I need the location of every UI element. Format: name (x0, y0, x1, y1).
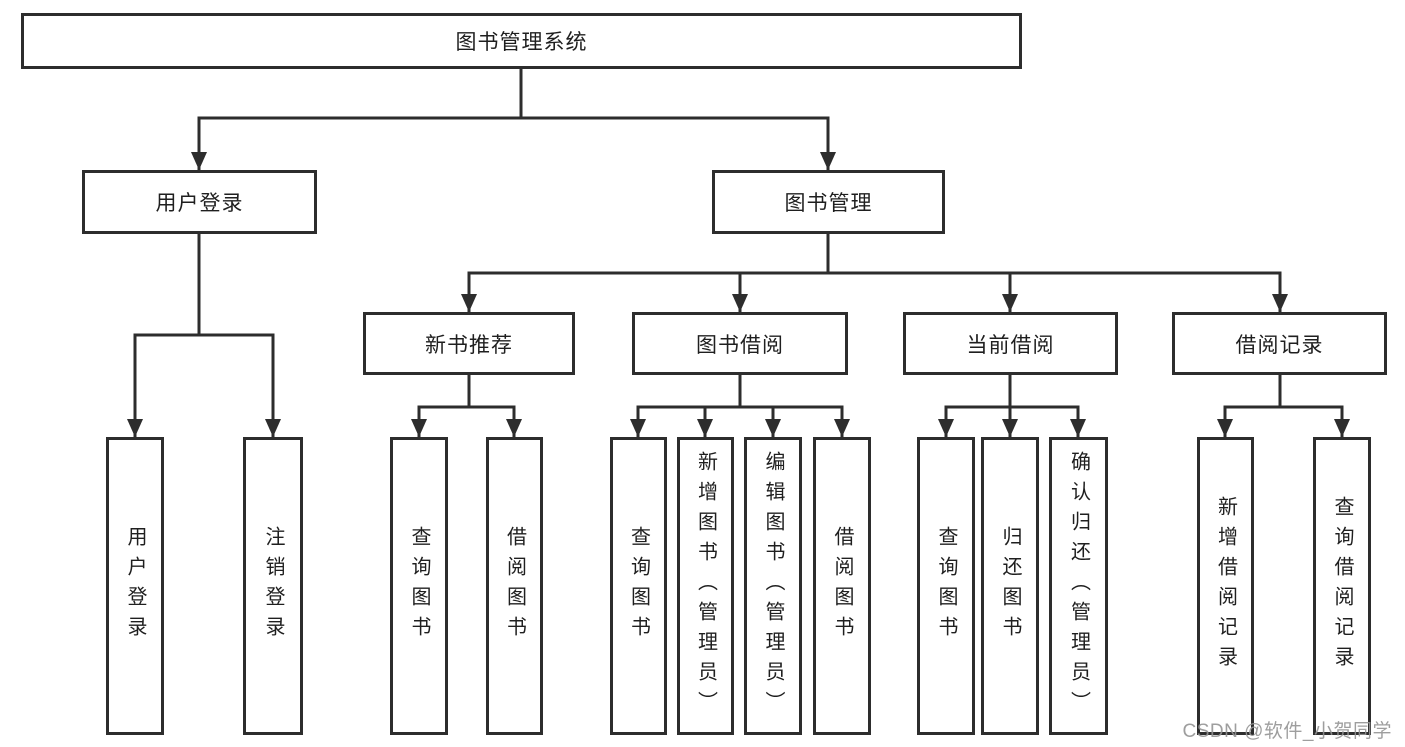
leaf-edit-books-admin: 编辑图书（管理员） (744, 437, 802, 735)
node-user-login: 用户登录 (82, 170, 317, 234)
leaf-confirm-return-admin-label: 确认归还（管理员） (1067, 451, 1090, 721)
leaf-edit-books-admin-label: 编辑图书（管理员） (762, 451, 784, 721)
leaf-query-books-recommend-label: 查询图书 (408, 526, 430, 646)
connector-book-borrow (636, 375, 844, 437)
node-borrow-records-label: 借阅记录 (1235, 333, 1324, 357)
watermark: CSDN @软件_小贺同学 (1182, 721, 1392, 742)
node-current-borrow-label: 当前借阅 (966, 333, 1055, 357)
leaf-query-borrow-record: 查询借阅记录 (1313, 437, 1371, 735)
node-user-login-label: 用户登录 (155, 192, 244, 215)
connector-new-book (417, 375, 516, 437)
node-new-book-recommend: 新书推荐 (363, 312, 575, 375)
leaf-query-books-current: 查询图书 (917, 437, 975, 735)
leaf-return-books: 归还图书 (981, 437, 1039, 735)
leaf-confirm-return-admin: 确认归还（管理员） (1049, 437, 1108, 735)
leaf-add-books-admin: 新增图书（管理员） (677, 437, 734, 735)
leaf-logout-login-label: 注销登录 (262, 526, 284, 646)
node-borrow-records: 借阅记录 (1172, 312, 1387, 375)
node-root-system-label: 图书管理系统 (455, 31, 588, 54)
leaf-query-books-borrow: 查询图书 (610, 437, 667, 735)
leaf-borrow-books-recommend-label: 借阅图书 (503, 526, 526, 646)
connector-book-management (467, 234, 1282, 312)
node-root-system: 图书管理系统 (21, 13, 1022, 69)
leaf-user-login-label: 用户登录 (124, 526, 146, 646)
node-new-book-recommend-label: 新书推荐 (425, 333, 513, 357)
leaf-borrow-books-label: 借阅图书 (831, 526, 853, 646)
connector-root (197, 69, 830, 170)
leaf-add-borrow-record: 新增借阅记录 (1197, 437, 1254, 735)
node-current-borrow: 当前借阅 (903, 312, 1118, 375)
connector-borrow-records (1223, 375, 1344, 437)
leaf-borrow-books: 借阅图书 (813, 437, 871, 735)
leaf-query-books-borrow-label: 查询图书 (627, 526, 650, 646)
arrow-down-icons (127, 152, 1350, 437)
node-book-management: 图书管理 (712, 170, 945, 234)
node-book-borrow-label: 图书借阅 (696, 333, 784, 357)
leaf-add-books-admin-label: 新增图书（管理员） (694, 451, 717, 721)
leaf-query-books-current-label: 查询图书 (935, 526, 957, 646)
leaf-add-borrow-record-label: 新增借阅记录 (1214, 496, 1237, 676)
leaf-logout-login: 注销登录 (243, 437, 303, 735)
leaf-user-login: 用户登录 (106, 437, 164, 735)
connector-user-login (133, 234, 275, 437)
node-book-borrow: 图书借阅 (632, 312, 848, 375)
leaf-query-borrow-record-label: 查询借阅记录 (1331, 496, 1353, 676)
leaf-return-books-label: 归还图书 (999, 526, 1021, 646)
leaf-query-books-recommend: 查询图书 (390, 437, 448, 735)
node-book-management-label: 图书管理 (784, 192, 873, 215)
leaf-borrow-books-recommend: 借阅图书 (486, 437, 543, 735)
